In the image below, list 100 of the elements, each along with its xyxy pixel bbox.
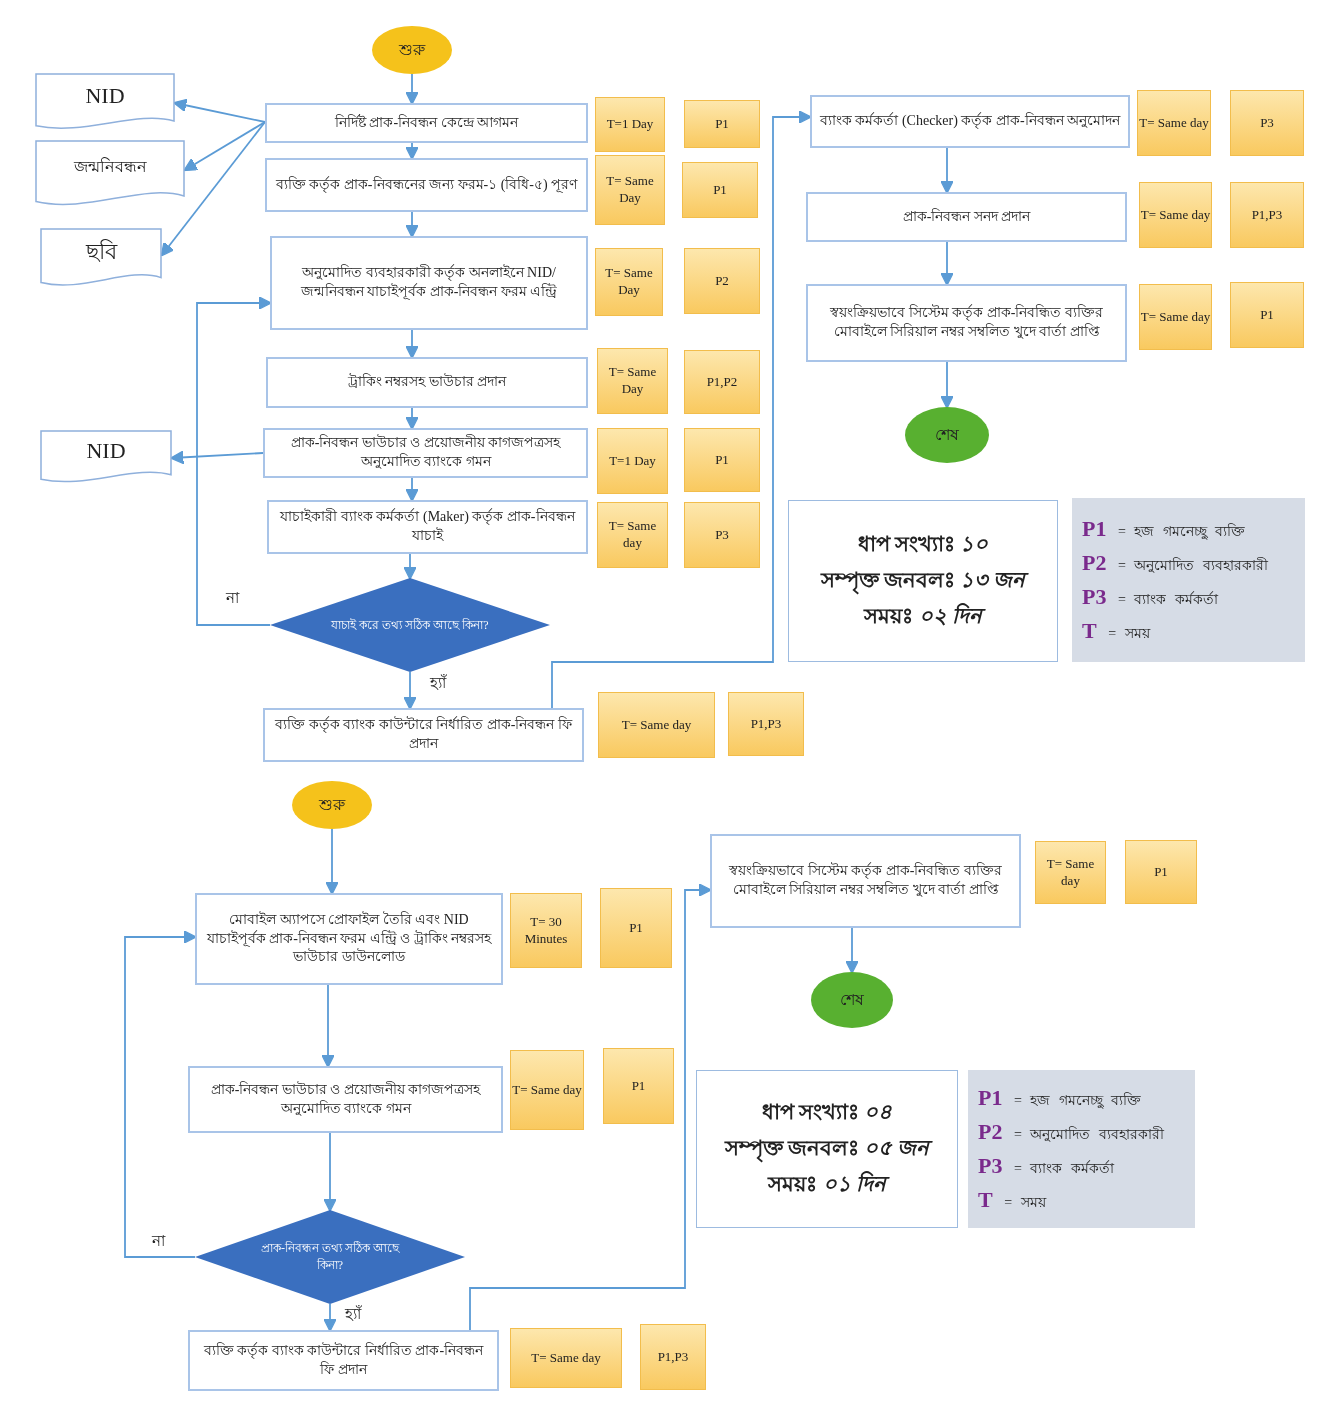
time-box: [510, 893, 582, 968]
arrow: [196, 296, 272, 626]
person-box: [728, 692, 804, 756]
time-box: [597, 502, 668, 568]
person-box: [600, 888, 672, 968]
person-box: [603, 1048, 674, 1124]
legend-entry: P3 = ব্যাংক কর্মকর্তা: [1082, 583, 1218, 611]
time-text: T= Same day: [621, 716, 692, 734]
time-text: T= Same day: [1045, 855, 1096, 890]
arrow: [845, 927, 859, 974]
arrow: [323, 1132, 337, 1212]
legend-panel: [1072, 498, 1305, 662]
step-text: মোবাইল অ্যাপসে প্রোফাইল তৈরি এবং NID যাচাইপূর্বক প্রাক-নিবন্ধন ফরম এন্ট্রি ও ট্রাকিং নম্বরসহ ভাউচার ডাউনলোড: [205, 910, 493, 967]
person-box: [1230, 90, 1304, 156]
arrow: [323, 1303, 337, 1332]
person-code: P1,P3: [750, 715, 782, 733]
arrow: [405, 407, 419, 430]
step-text: প্রাক-নিবন্ধন সনদ প্রদান: [902, 207, 1031, 226]
person-code: P1,P3: [1251, 206, 1283, 224]
document-label: জন্মনিবন্ধন: [73, 156, 147, 177]
time-box: [598, 692, 715, 758]
process-box: [267, 500, 588, 554]
question-text: প্রাক-নিবন্ধন তথ্য সঠিক আছে কিনা?: [260, 1240, 401, 1274]
person-box: [684, 248, 760, 314]
arrow: [940, 361, 954, 409]
document-label: NID: [86, 438, 126, 465]
summary-line: ধাপ সংখ্যাঃ ১০: [857, 531, 989, 559]
time-box: [510, 1328, 622, 1388]
time-box: [1139, 182, 1212, 248]
person-code: P1: [715, 451, 729, 469]
person-code: P1: [629, 919, 643, 937]
question-text: যাচাই করে তথ্য সঠিক আছে কিনা?: [330, 616, 490, 634]
process-box: [265, 103, 588, 143]
step-text: স্বয়ংক্রিয়ভাবে সিস্টেম কর্তৃক প্রাক-নিবন্ধিত ব্যক্তির মোবাইলে সিরিয়াল নম্বর সম্বলিত খুদে বার্তা প্রাপ্তি: [829, 304, 1104, 341]
legend-entry: P2 = অনুমোদিত ব্যবহারকারী: [1082, 548, 1268, 577]
legend-entry: T = সময়: [1082, 617, 1150, 646]
arrow: [403, 553, 417, 580]
time-text: T= Same day: [531, 1349, 601, 1367]
person-code: P1: [713, 181, 727, 199]
time-text: T= Same Day: [604, 265, 654, 299]
step-text: প্রাক-নিবন্ধন ভাউচার ও প্রয়োজনীয় কাগজপত্রসহ অনুমোদিত ব্যাংকে গমন: [209, 1080, 482, 1118]
process-box: [188, 1066, 503, 1133]
process-box: [188, 1330, 499, 1391]
person-code: P3: [1260, 114, 1274, 132]
person-code: P1: [1260, 306, 1274, 324]
document-label: ছবি: [85, 238, 117, 267]
step-text: স্বয়ংক্রিয়ভাবে সিস্টেম কর্তৃক প্রাক-নিবন্ধিত ব্যক্তির মোবাইলে সিরিয়াল নম্বর সম্বলিত খুদে বার্তা প্রাপ্তি: [728, 862, 1003, 899]
arrow: [405, 142, 419, 160]
time-text: T= Same Day: [607, 364, 658, 398]
step-text: অনুমোদিত ব্যবহারকারী কর্তৃক অনলাইনে NID/জন্মনিবন্ধন যাচাইপূর্বক প্রাক-নিবন্ধন ফরম এন্ট্রি: [299, 264, 559, 302]
time-text: T= Same day: [1140, 308, 1211, 326]
arrow: [405, 329, 419, 359]
person-code: P1,P3: [657, 1348, 689, 1366]
step-text: ব্যক্তি কর্তৃক ব্যাংক কাউন্টারে নির্ধারিত প্রাক-নিবন্ধন ফি প্রদান: [274, 716, 574, 753]
arrow: [124, 930, 197, 1258]
step-text: ব্যক্তি কর্তৃক প্রাক-নিবন্ধনের জন্য ফরম-১ (বিধি-৫) পূরণ: [275, 175, 578, 195]
person-code: P3: [715, 526, 729, 544]
time-text: T= Same day: [1140, 206, 1211, 224]
summary-panel: [696, 1070, 958, 1228]
arrow: [325, 828, 339, 895]
person-code: P2: [715, 272, 729, 290]
time-box: [597, 348, 668, 414]
step-text: প্রাক-নিবন্ধন ভাউচার ও প্রয়োজনীয় কাগজপত্রসহ অনুমোদিত ব্যাংকে গমন: [289, 434, 562, 471]
step-text: নির্দিষ্ট প্রাক-নিবন্ধন কেন্দ্রে আগমন: [334, 113, 519, 132]
time-text: T= Same Day: [605, 173, 655, 207]
terminal-text: শুরু: [319, 794, 345, 815]
process-box: [710, 834, 1021, 928]
arrow: [940, 147, 954, 194]
legend-entry: T = সময়: [978, 1186, 1046, 1215]
arrow: [321, 984, 335, 1068]
arrow: [405, 73, 419, 105]
legend-entry: P1 = হজ গমনেচ্ছু ব্যক্তি: [1082, 514, 1246, 543]
person-box: [684, 502, 760, 568]
summary-panel: [788, 500, 1058, 662]
person-box: [684, 428, 760, 492]
time-box: [597, 428, 668, 494]
time-text: T=1 Day: [606, 116, 654, 133]
document-label: NID: [85, 83, 125, 109]
person-box: [682, 162, 758, 218]
process-box: [265, 158, 588, 212]
process-box: [270, 236, 588, 330]
legend-entry: P2 = অনুমোদিত ব্যবহারকারী: [978, 1117, 1164, 1146]
step-text: ব্যাংক কর্মকর্তা (Checker) কর্তৃক প্রাক-নিবন্ধন অনুমোদন: [819, 112, 1121, 131]
time-box: [510, 1050, 584, 1130]
time-box: [1139, 284, 1212, 350]
process-box: [263, 708, 584, 762]
person-code: P1,P2: [706, 373, 738, 391]
process-box: [810, 95, 1130, 148]
process-box: [195, 893, 503, 985]
time-box: [595, 97, 665, 152]
time-text: T= Same day: [607, 518, 658, 552]
arrow: [405, 211, 419, 238]
arrow: [551, 110, 812, 709]
process-box: [806, 192, 1127, 242]
time-text: T=1 Day: [609, 452, 656, 470]
person-box: [640, 1324, 706, 1390]
arrow: [940, 241, 954, 286]
person-code: P1: [1154, 863, 1168, 881]
legend-entry: P1 = হজ গমনেচ্ছু ব্যক্তি: [978, 1083, 1142, 1112]
person-box: [1230, 182, 1304, 248]
